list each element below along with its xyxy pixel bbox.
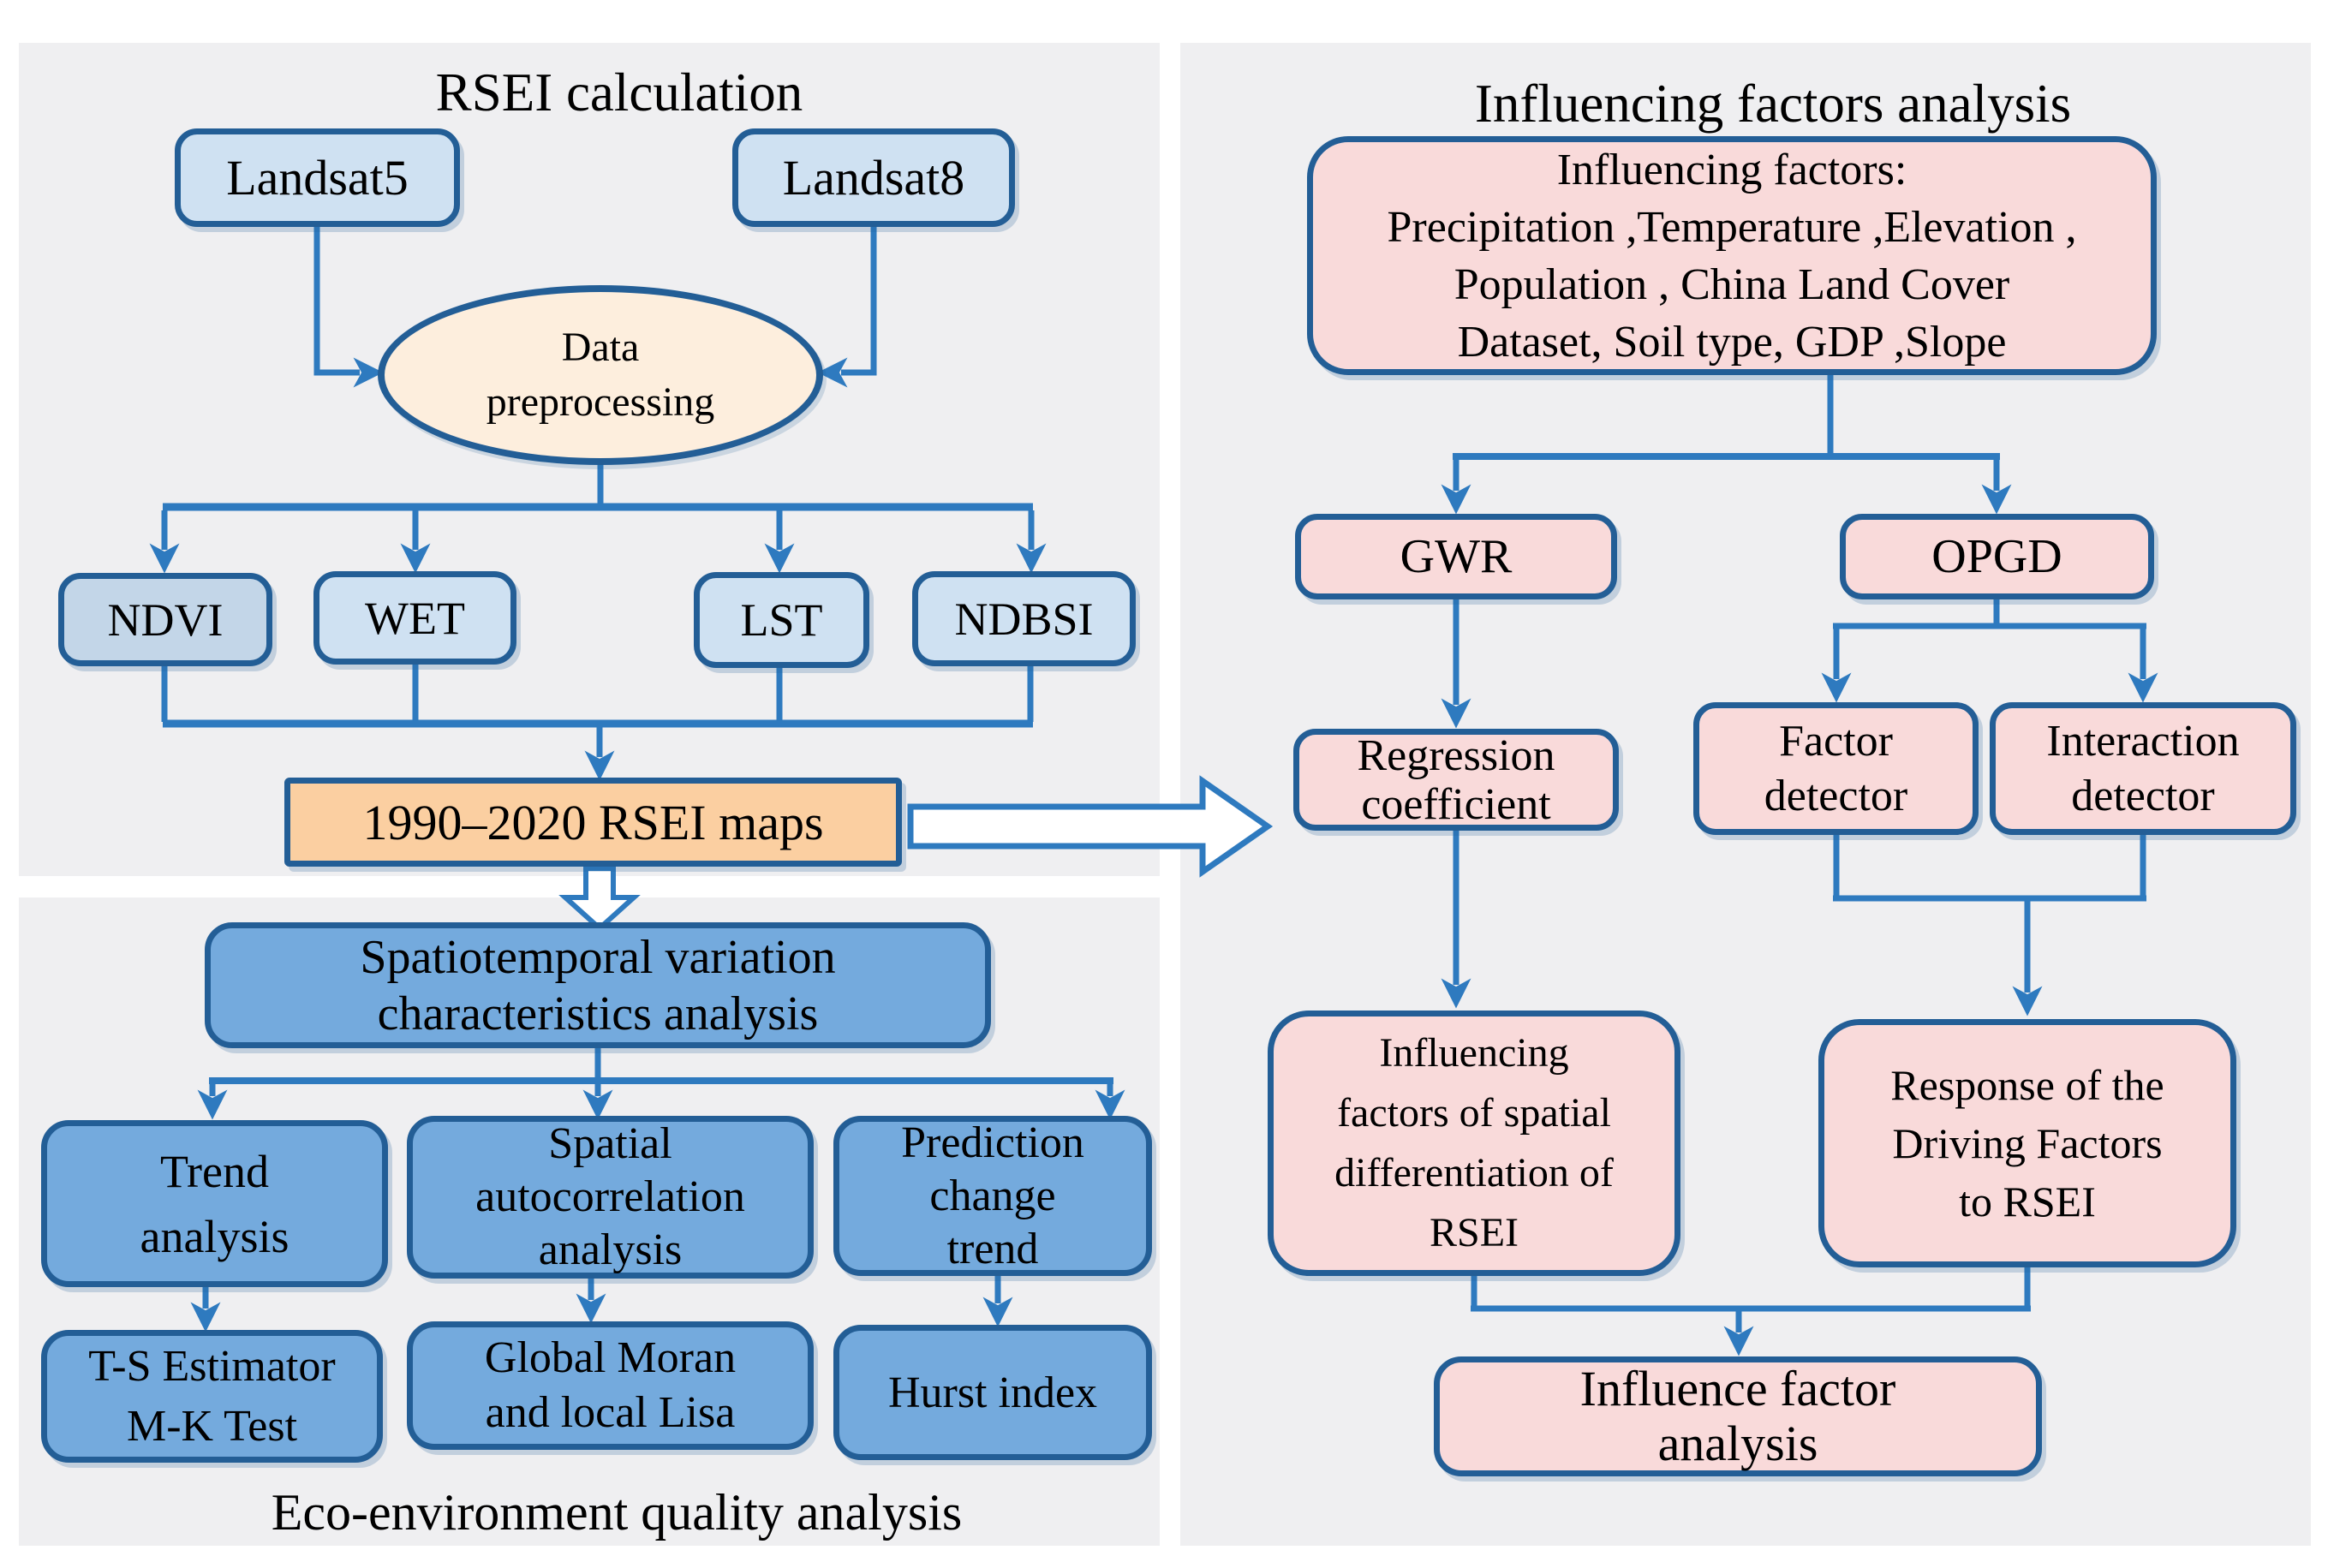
prediction-change-trend-box: Prediction change trend	[833, 1116, 1152, 1276]
influencing-factors-box: Influencing factors: Precipitation ,Temp…	[1307, 136, 2157, 375]
gwr-box: GWR	[1295, 514, 1617, 599]
block-arrow-maps-to-regression	[907, 775, 1274, 878]
response-driving-factors-box: Response of the Driving Factors to RSEI	[1818, 1019, 2236, 1267]
landsat8-box: Landsat8	[732, 128, 1015, 227]
influencing-spatial-line1: Influencing	[1379, 1030, 1569, 1076]
arrow-landsat5-to-preprocessing	[313, 227, 384, 388]
trend-analysis-box: Trend analysis	[41, 1120, 388, 1287]
spatial-line3: analysis	[538, 1225, 683, 1274]
factor-detector-line2: detector	[1764, 771, 1908, 820]
factors-line2: Precipitation ,Temperature ,Elevation ,	[1387, 202, 2077, 252]
moran-line1: Global Moran	[484, 1333, 737, 1382]
influence-factor-analysis-box: Influence factor analysis	[1434, 1356, 2042, 1476]
influencing-factors-title: Influencing factors analysis	[1474, 74, 2072, 134]
factors-line4: Dataset, Soil type, GDP ,Slope	[1457, 317, 2007, 367]
rsei-calculation-title: RSEI calculation	[435, 63, 803, 122]
eco-environment-caption: Eco-environment quality analysis	[271, 1484, 963, 1541]
trend-line1: Trend	[159, 1145, 270, 1197]
response-line2: Driving Factors	[1892, 1119, 2163, 1167]
influencing-spatial-line2: factors of spatial	[1337, 1090, 1611, 1136]
gwr-label: GWR	[1400, 530, 1513, 583]
opgd-box: OPGD	[1840, 514, 2154, 599]
response-line3: to RSEI	[1959, 1177, 2096, 1225]
spatiotemporal-box: Spatiotemporal variation characteristics…	[205, 922, 991, 1048]
factor-detector-line1: Factor	[1779, 716, 1893, 766]
rsei-maps-label: 1990–2020 RSEI maps	[362, 794, 824, 850]
influence-analysis-line2: analysis	[1657, 1416, 1818, 1471]
ts-estimator-mk-test-box: T-S Estimator M-K Test	[41, 1330, 383, 1463]
spatial-line2: autocorrelation	[475, 1172, 745, 1221]
ndvi-label: NDVI	[107, 593, 224, 646]
prediction-line3: trend	[946, 1224, 1039, 1273]
prediction-line2: change	[929, 1171, 1056, 1220]
global-moran-box: Global Moran and local Lisa	[407, 1321, 814, 1450]
arrow-landsat8-to-preprocessing	[817, 227, 877, 388]
data-preprocessing-line1: Data	[561, 325, 640, 370]
wet-box: WET	[313, 571, 516, 665]
rsei-maps-box: 1990–2020 RSEI maps	[284, 778, 902, 867]
interaction-detector-box: Interaction detector	[1990, 702, 2296, 835]
trend-line2: analysis	[140, 1210, 290, 1262]
moran-line2: and local Lisa	[485, 1388, 736, 1437]
regression-line1: Regression	[1357, 730, 1555, 780]
regression-line2: coefficient	[1361, 779, 1551, 829]
influencing-spatial-box: Influencing factors of spatial different…	[1268, 1011, 1680, 1276]
ts-line1: T-S Estimator	[88, 1341, 336, 1391]
spatial-line1: Spatial	[548, 1119, 672, 1168]
spatiotemporal-line1: Spatiotemporal variation	[360, 930, 836, 984]
hurst-label: Hurst index	[887, 1368, 1098, 1417]
interaction-detector-line2: detector	[2071, 771, 2215, 820]
landsat5-box: Landsat5	[175, 128, 460, 227]
interaction-detector-line1: Interaction	[2046, 716, 2240, 766]
lst-box: LST	[694, 572, 869, 668]
block-arrow-maps-to-spatiotemporal	[558, 866, 641, 933]
landsat5-label: Landsat5	[226, 150, 409, 206]
data-preprocessing-ellipse: Data preprocessing	[378, 285, 823, 465]
hurst-index-box: Hurst index	[833, 1325, 1152, 1460]
factor-detector-box: Factor detector	[1693, 702, 1979, 835]
regression-coefficient-box: Regression coefficient	[1293, 729, 1619, 831]
ndbsi-label: NDBSI	[954, 593, 1094, 645]
prediction-line1: Prediction	[901, 1118, 1084, 1167]
response-line1: Response of the	[1890, 1061, 2164, 1109]
influence-analysis-line1: Influence factor	[1579, 1361, 1896, 1416]
ts-line2: M-K Test	[126, 1401, 298, 1451]
spatial-autocorrelation-box: Spatial autocorrelation analysis	[407, 1116, 814, 1279]
ndbsi-box: NDBSI	[912, 571, 1136, 666]
influencing-spatial-line4: RSEI	[1429, 1210, 1519, 1255]
landsat8-label: Landsat8	[782, 150, 965, 206]
factors-line3: Population , China Land Cover	[1454, 259, 2010, 309]
wet-label: WET	[365, 592, 465, 644]
influencing-spatial-line3: differentiation of	[1334, 1150, 1614, 1195]
lst-label: LST	[740, 594, 823, 646]
factors-line1: Influencing factors:	[1556, 145, 1907, 194]
data-preprocessing-line2: preprocessing	[486, 379, 715, 425]
spatiotemporal-line2: characteristics analysis	[377, 987, 819, 1040]
ndvi-box: NDVI	[58, 573, 272, 666]
opgd-label: OPGD	[1931, 530, 2062, 583]
